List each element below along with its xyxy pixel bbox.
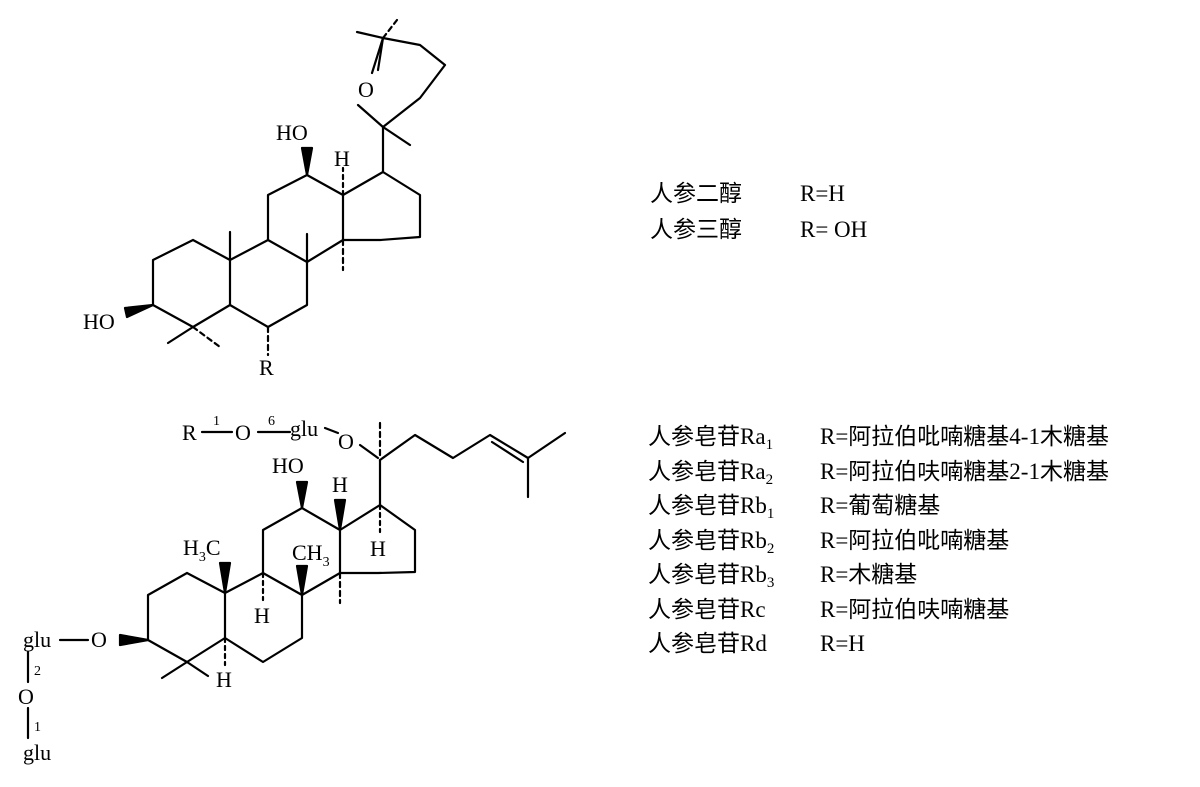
bottom-c13-h-wedge [333,498,347,532]
r-group-value: R=阿拉伯吡喃糖基4-1木糖基 [820,424,1109,449]
bottom-c8-methyl-wedge [295,564,309,597]
bottom-structure [26,418,567,740]
bottom-side-chain [378,433,530,462]
bottom-c20-o-bond [358,443,380,460]
bottom-o-glu-bond [323,426,340,435]
top-label-ho-3: HO [83,309,115,334]
bottom-side-chain-double [490,440,525,464]
top-oxane-bond-2 [370,36,385,75]
compound-subscript: 2 [765,471,774,488]
r-group-value: R=阿拉伯吡喃糖基 [820,527,1010,553]
compound-name: 人参皂苷Ra1 [648,424,774,453]
compound-name: 人参二醇 [650,181,742,206]
compound-name: 人参皂苷Rd [648,631,767,656]
bottom-c4-methyl-a [160,660,189,680]
bottom-label-glu-o3: glu [23,627,51,652]
bottom-label-h-9: H [254,603,270,628]
top-label-ring-o: O [358,77,374,102]
top-oxane-bond [356,103,385,129]
bottom-label-link-6: 6 [268,414,275,429]
bottom-ring-a [146,571,227,664]
compound-subscript: 3 [766,575,775,591]
bottom-label-h-13: H [332,472,348,497]
bottom-label-link-1b: 1 [34,720,41,735]
bottom-label-ho-12: HO [272,453,304,478]
bottom-label-o-c20: O [338,429,354,454]
bottom-label-h-5: H [216,667,232,692]
r-group-value: R=葡萄糖基 [820,493,941,518]
bottom-c12-oh-wedge [295,480,309,510]
bottom-ring-b [223,571,304,664]
top-label-r-6: R [259,355,274,380]
compound-subscript: 1 [765,437,774,453]
bottom-label-ch3: CH3 [292,540,330,570]
top-methyl-c20 [381,125,412,147]
compound-name: 人参皂苷Rc [648,596,766,622]
bottom-ring-d [338,503,417,575]
bottom-label-o-mid: O [18,684,34,709]
top-c12-oh-wedge [300,146,314,177]
bottom-ring-c [261,506,342,597]
bottom-label-h-17: H [370,536,386,561]
top-ring-b [228,238,309,329]
bottom-side-chain-methyl1 [526,431,567,460]
r-group-value: R=H [820,631,865,656]
compound-name: 人参皂苷Rb1 [648,493,775,522]
bottom-c3-o-wedge [118,633,150,647]
top-ring-c [266,173,345,264]
bottom-label-o-3: O [91,627,107,652]
top-structure [123,18,447,357]
top-methyl-c4b [191,325,222,349]
top-methyl-c4a [166,325,195,345]
bottom-label-link-1: 1 [213,414,220,429]
compound-name: 人参皂苷Ra2 [648,458,774,488]
r-group-value: R=木糖基 [820,562,918,587]
compound-name: 人参皂苷Rb3 [648,562,775,591]
compound-subscript: 1 [766,506,775,522]
compound-subscript: 2 [766,540,775,557]
r-group-value: R= OH [800,217,868,242]
top-label-h-13: H [334,146,350,171]
bottom-c4-methyl-b [185,660,210,678]
bottom-label-glu-top: glu [290,416,318,441]
top-oxane-ring [376,36,447,129]
top-methyl-c25b [381,18,399,40]
bottom-label-o-link: O [235,420,251,445]
r-group-value: R=H [800,181,845,206]
bottom-label-r: R [182,420,197,445]
top-label-ho-12: HO [276,120,308,145]
bottom-label-glu-bottom: glu [23,740,51,765]
top-ring-d [341,170,422,242]
top-methyl-c25a [355,30,385,40]
r-group-value: R=阿拉伯呋喃糖基 [820,596,1010,622]
top-c3-ho-wedge [123,303,155,319]
r-group-value: R=阿拉伯呋喃糖基2-1木糖基 [820,458,1109,484]
top-ring-a [151,238,232,329]
compound-name: 人参皂苷Rb2 [648,527,775,557]
bottom-label-h3c: H3C [183,535,221,565]
compound-name: 人参三醇 [650,217,742,242]
bottom-label-link-2: 2 [34,664,41,679]
bottom-c10-methyl-wedge [218,561,232,595]
